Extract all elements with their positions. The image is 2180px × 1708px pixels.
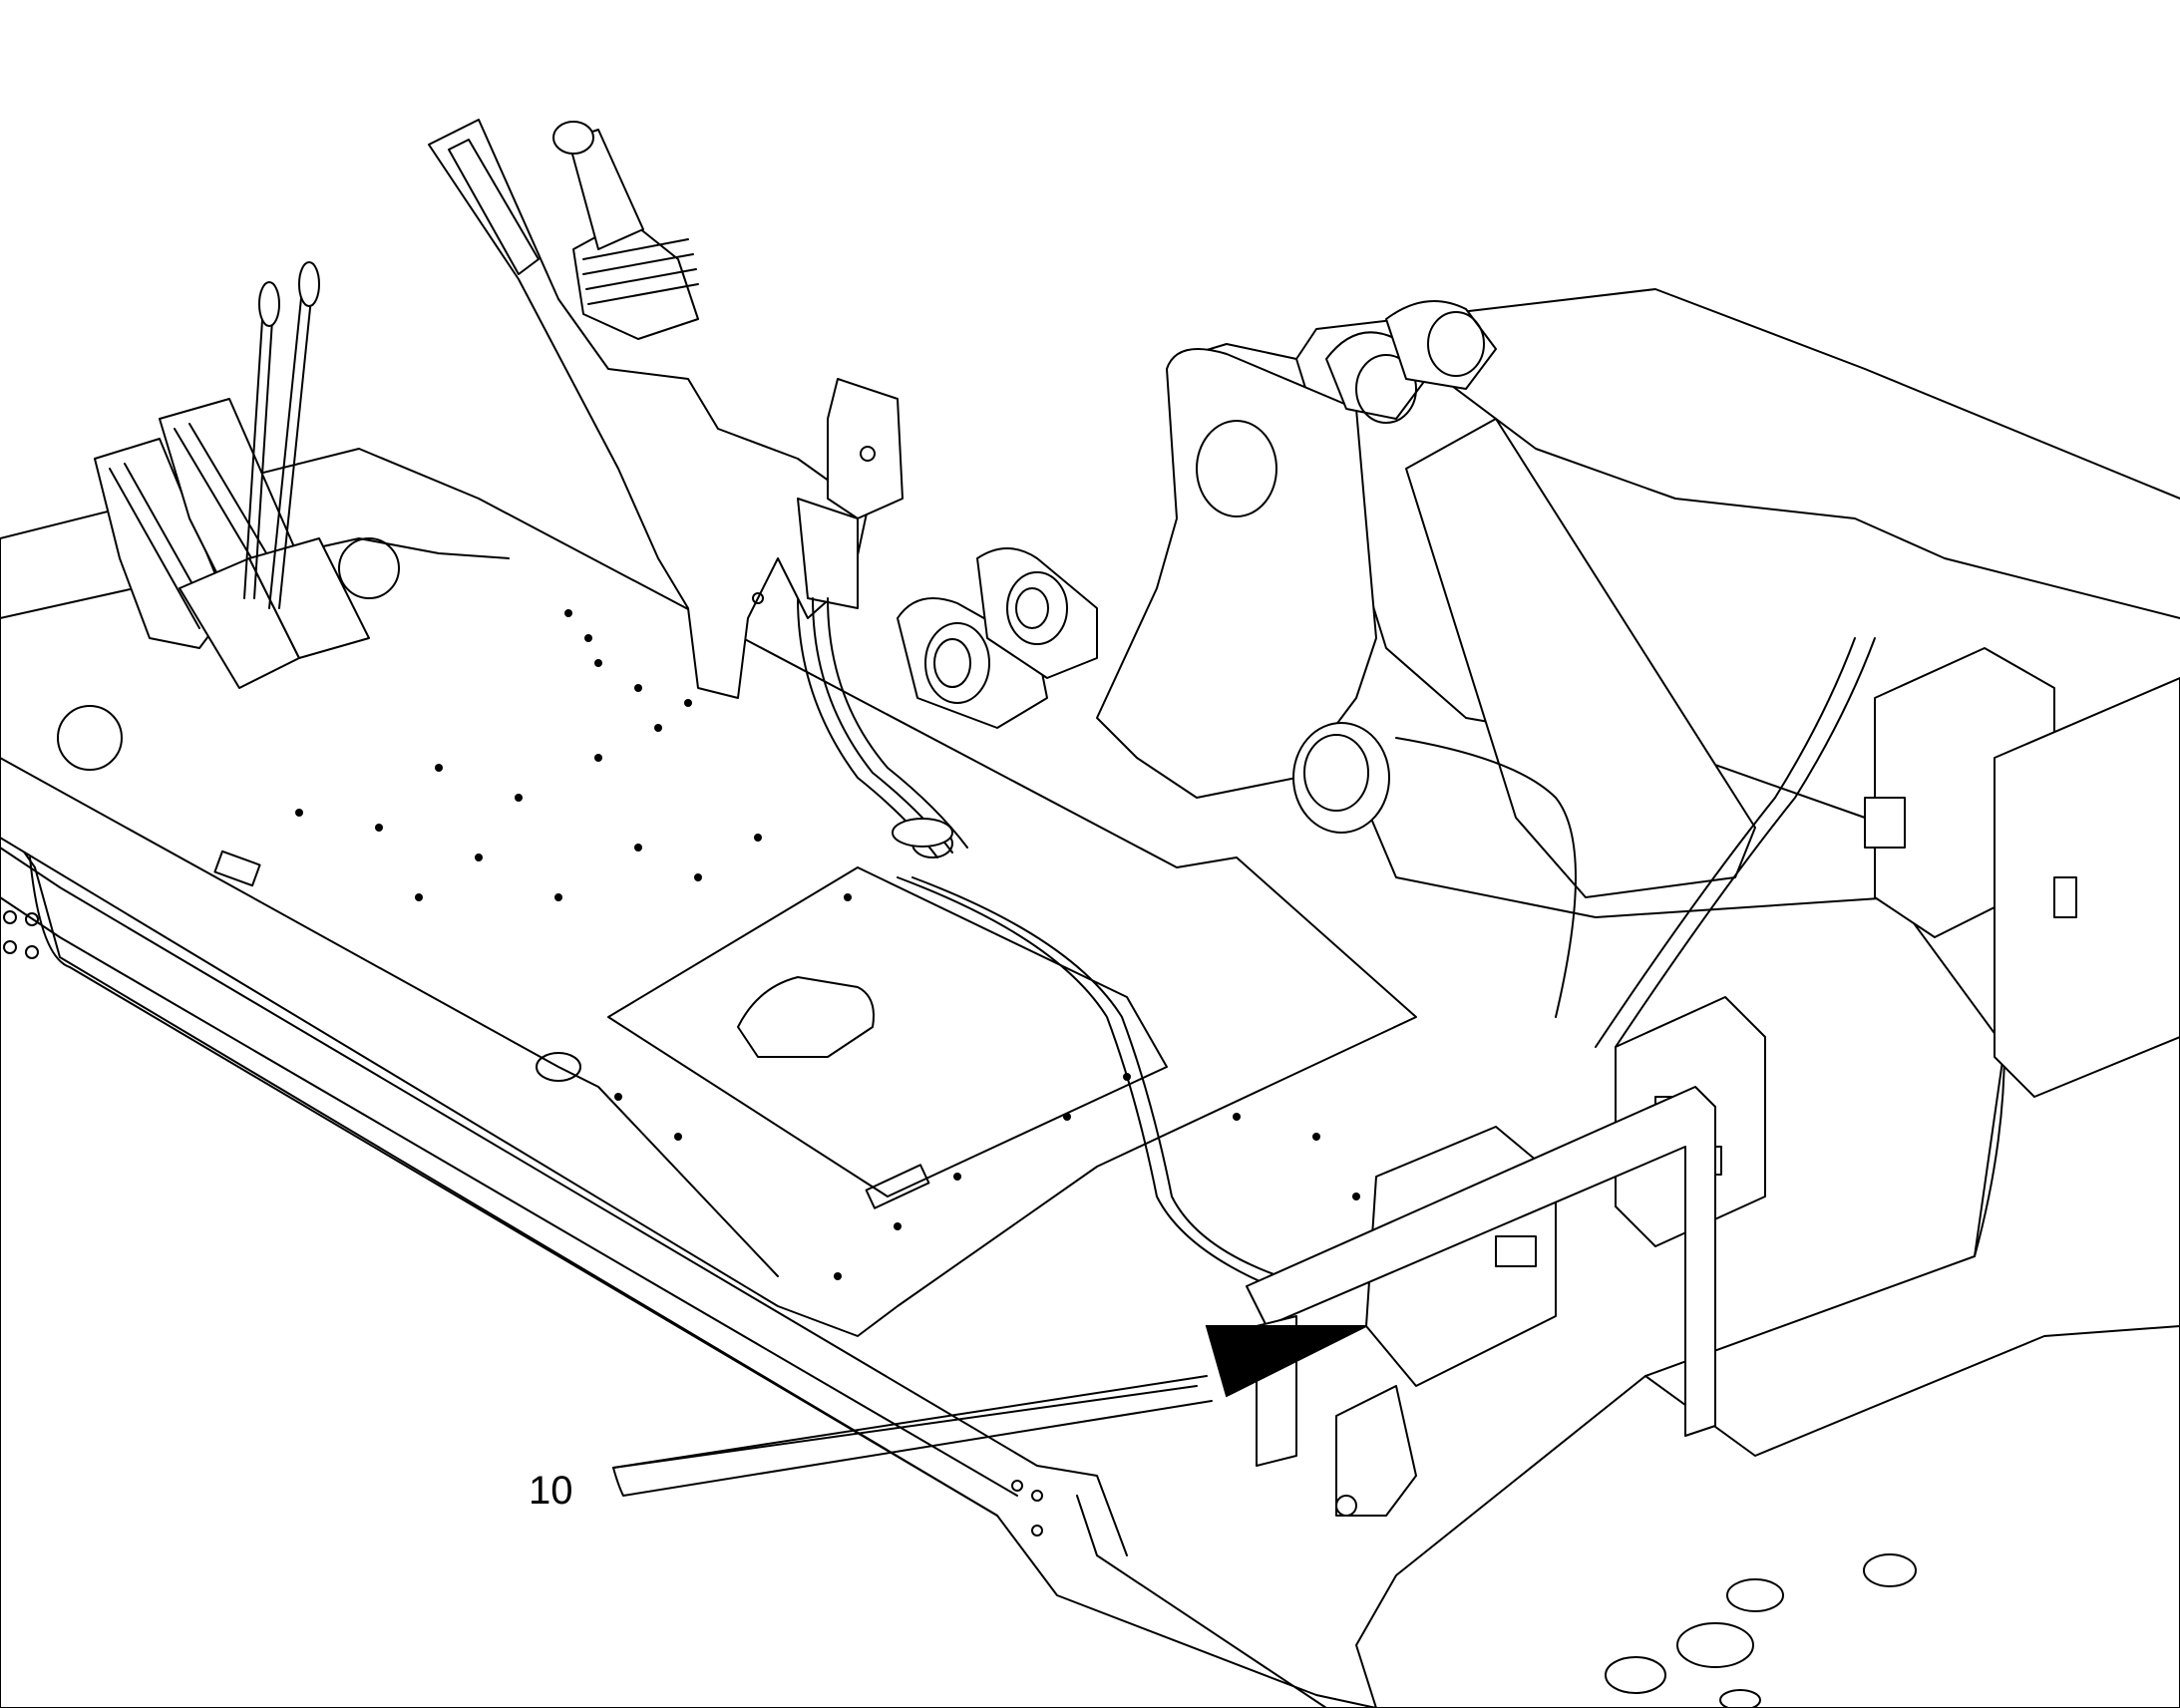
chassis-frame bbox=[0, 817, 1377, 1708]
floor-bolt-holes bbox=[295, 609, 1360, 1280]
pilot-hoses bbox=[797, 597, 1876, 1297]
callout-leader-line bbox=[612, 1385, 1198, 1469]
callout-arrow bbox=[1205, 1325, 1367, 1398]
callout-10: 10 bbox=[529, 1325, 1367, 1513]
boom-pivot-brackets bbox=[897, 300, 1756, 898]
pilot-control-valve-assembly bbox=[1246, 647, 2180, 1517]
travel-pedals-and-levers bbox=[94, 261, 370, 689]
joystick-control-console bbox=[428, 119, 904, 699]
callout-number: 10 bbox=[529, 1469, 573, 1513]
cab-floor-plate bbox=[0, 448, 1417, 1337]
